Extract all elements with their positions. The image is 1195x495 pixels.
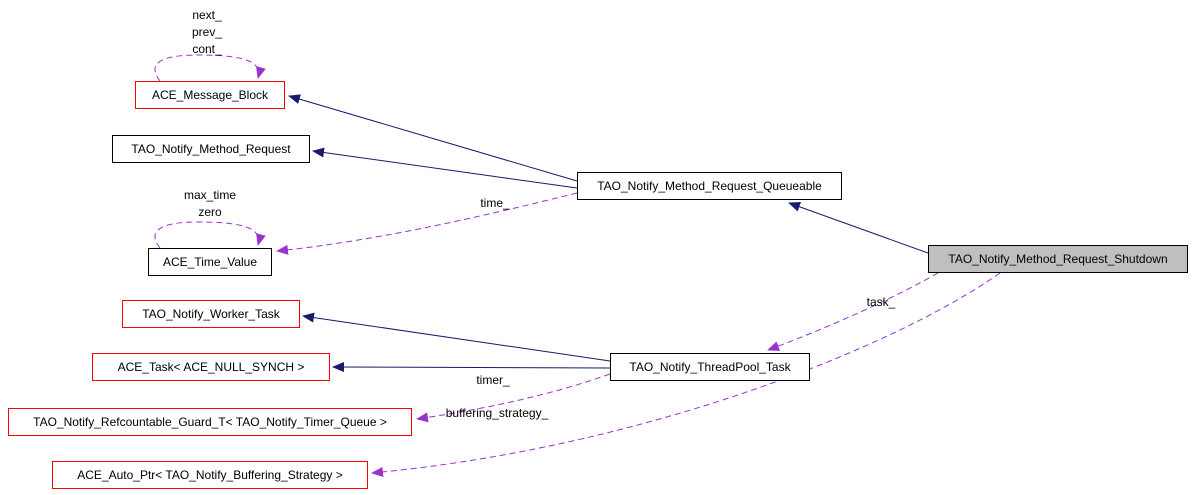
node-tao-notify-method-request[interactable]: TAO_Notify_Method_Request <box>112 135 310 163</box>
edge-queueable-to-time-value <box>276 192 578 255</box>
node-tao-notify-method-request-shutdown: TAO_Notify_Method_Request_Shutdown <box>928 245 1188 273</box>
edge-queueable-to-method-request <box>312 147 578 189</box>
node-tao-notify-refcountable-guard-t[interactable]: TAO_Notify_Refcountable_Guard_T< TAO_Not… <box>8 408 412 436</box>
edge-label-time: time_ <box>480 196 510 210</box>
edge-label-next: next_ <box>192 8 222 22</box>
edge-queueable-to-message-block <box>288 94 578 182</box>
edge-threadpool-to-ace-task <box>332 362 611 373</box>
node-ace-auto-ptr[interactable]: ACE_Auto_Ptr< TAO_Notify_Buffering_Strat… <box>52 461 368 489</box>
edge-label-timer: timer_ <box>476 373 510 387</box>
node-ace-task-null-synch[interactable]: ACE_Task< ACE_NULL_SYNCH > <box>92 353 330 381</box>
edge-label-cont: cont_ <box>192 42 222 56</box>
node-tao-notify-worker-task[interactable]: TAO_Notify_Worker_Task <box>122 300 300 328</box>
node-tao-notify-threadpool-task[interactable]: TAO_Notify_ThreadPool_Task <box>610 353 810 381</box>
edge-label-max-time: max_time <box>183 188 237 202</box>
edge-shutdown-to-threadpool-task <box>767 272 939 351</box>
edge-shutdown-to-queueable <box>788 202 929 254</box>
edge-label-task: task_ <box>866 295 896 309</box>
node-ace-time-value[interactable]: ACE_Time_Value <box>148 248 272 276</box>
edge-label-buffering-strategy: buffering_strategy_ <box>445 406 549 420</box>
edge-label-prev: prev_ <box>191 25 223 39</box>
edge-self-loop-message-block <box>154 54 266 82</box>
edge-self-loop-time-value <box>154 221 266 249</box>
edge-label-zero: zero <box>198 205 222 219</box>
edge-threadpool-to-worker-task <box>302 312 611 362</box>
node-ace-message-block[interactable]: ACE_Message_Block <box>135 81 285 109</box>
node-tao-notify-method-request-queueable[interactable]: TAO_Notify_Method_Request_Queueable <box>577 172 842 200</box>
